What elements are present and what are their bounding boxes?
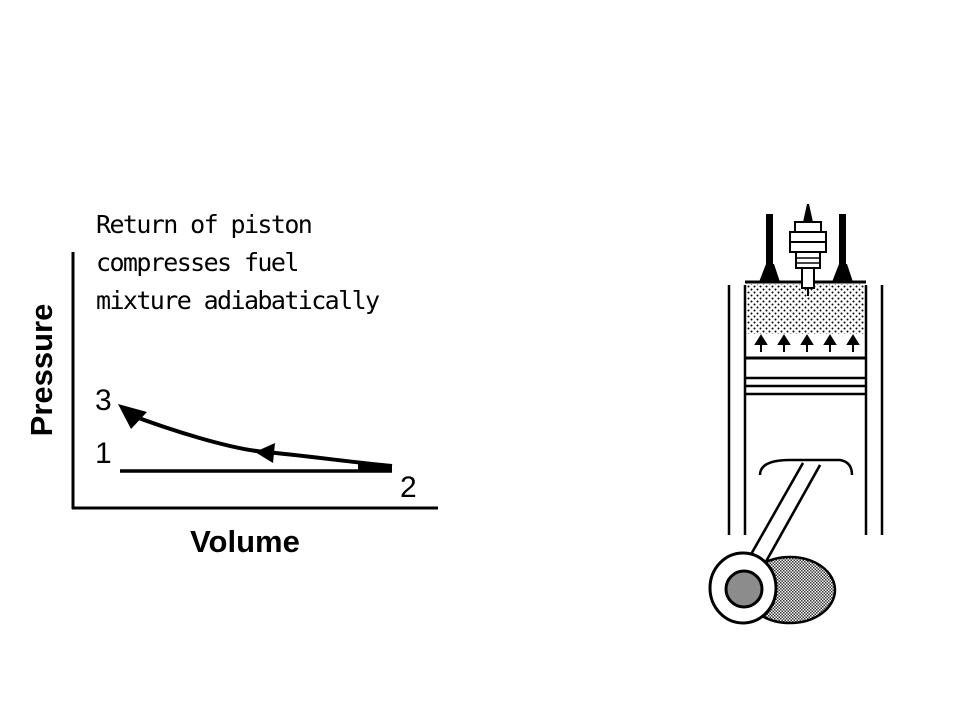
point-label-2: 2	[400, 471, 417, 504]
curve-arrow-icon	[255, 443, 275, 463]
crank-pin	[708, 551, 778, 625]
up-arrow-icon	[823, 334, 837, 352]
motion-arrows	[754, 334, 860, 352]
up-arrow-icon	[754, 334, 768, 352]
point-label-3: 3	[95, 384, 112, 417]
up-arrow-icon	[800, 334, 814, 352]
point-label-1: 1	[95, 437, 112, 470]
intake-valve	[759, 214, 780, 282]
piston	[745, 356, 866, 476]
caption-line-3: mixture adiabatically	[96, 286, 380, 315]
point-3-arrow-icon	[118, 404, 147, 429]
y-axis-label: Pressure	[24, 304, 59, 437]
connecting-rod	[743, 462, 822, 566]
x-axis-label: Volume	[190, 524, 300, 559]
caption-line-1: Return of piston	[96, 210, 313, 239]
up-arrow-icon	[777, 334, 791, 352]
exhaust-valve	[832, 214, 853, 282]
cylinder-wall-right	[864, 285, 884, 535]
up-arrow-icon	[846, 334, 860, 352]
spark-plug-icon	[789, 204, 827, 296]
cylinder-wall-left	[727, 285, 747, 535]
caption: Return of piston compresses fuel mixture…	[96, 206, 436, 320]
fuel-mixture	[747, 284, 864, 334]
caption-line-2: compresses fuel	[96, 248, 299, 277]
